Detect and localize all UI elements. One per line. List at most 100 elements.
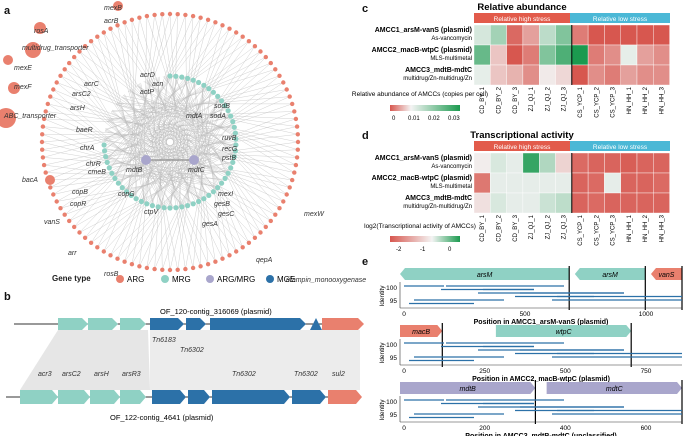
- panel-c-title: Relative abundance: [477, 2, 566, 13]
- sample-label: ZJ_QJ_2: [545, 214, 551, 239]
- heatmap-cell: [539, 173, 555, 193]
- track-y-label: Identity: [379, 399, 386, 421]
- arg-node: [42, 163, 46, 167]
- arg-node: [227, 253, 231, 257]
- c-row1-sub: As-vancomycin: [431, 36, 472, 42]
- track-gene-label: mdtB: [460, 386, 477, 393]
- sample-label: ZJ_QJ_2: [545, 86, 551, 111]
- heatmap-cell: [490, 45, 506, 65]
- heatmap-cell: [653, 153, 669, 173]
- c-legend-bar: [390, 105, 460, 111]
- arg-node: [295, 155, 299, 159]
- outer-gene-label: rifampin_monooxygenase: [286, 277, 366, 284]
- gene-label-tn6183: Tn6183: [152, 337, 176, 344]
- legend-argmrg-label: ARG/MRG: [217, 275, 255, 284]
- inner-gene-label: cmeB: [88, 169, 106, 176]
- top-gene-3: [120, 318, 146, 330]
- arg-node: [220, 257, 224, 261]
- heatmap-cell: [637, 65, 653, 85]
- bottom-gene-arsr3: [120, 390, 146, 404]
- outer-gene-label: acrB: [104, 18, 119, 25]
- arg-node: [227, 27, 231, 31]
- arg-node: [273, 213, 277, 217]
- inner-gene-label: mexI: [218, 191, 233, 198]
- arg-node: [296, 148, 300, 152]
- bottom-contig-label: OF_122-contig_4641 (plasmid): [110, 413, 214, 422]
- outer-gene-label: mexF: [14, 84, 32, 91]
- arg-node: [58, 206, 62, 210]
- arg-node: [277, 206, 281, 210]
- c-row3-name: AMCC3_mdtB-mdtC: [405, 67, 472, 74]
- outer-gene-label: qepA: [256, 257, 273, 264]
- arg-node: [234, 249, 238, 253]
- bottom-gene-tn6302c: [292, 390, 326, 404]
- outer-gene-label: bacA: [22, 177, 38, 184]
- arg-node: [168, 268, 172, 272]
- outer-gene-label: ABC_transporter: [3, 113, 57, 120]
- heatmap-cell: [507, 153, 523, 173]
- arg-node: [241, 35, 245, 39]
- inner-gene-label: arsC2: [72, 91, 91, 98]
- arg-node: [40, 132, 44, 136]
- bottom-gene-tn6183: [152, 390, 186, 404]
- bottom-gene-arsh: [90, 390, 120, 404]
- mrg-node: [211, 189, 216, 194]
- bottom-gene-sul2: [328, 390, 362, 404]
- arg-node: [40, 148, 44, 152]
- d-row2-name: AMCC2_macB-wtpC (plasmid): [372, 175, 472, 182]
- inner-gene-label: ctpV: [144, 209, 159, 216]
- sample-label: CS_YCP_2: [594, 86, 600, 117]
- d-legend-title: log2(Transcriptional activity of AMCCs): [364, 223, 476, 230]
- arg-node: [176, 12, 180, 16]
- mrg-node: [173, 205, 178, 210]
- heatmap-cell: [474, 153, 490, 173]
- mrg-node: [116, 181, 121, 186]
- track-y-tick: 95: [390, 298, 398, 305]
- arg-node: [220, 23, 224, 27]
- arg-node: [46, 102, 50, 106]
- top-gene-1: [58, 318, 88, 330]
- arg-node: [191, 266, 195, 270]
- arg-node: [241, 245, 245, 249]
- sample-label: HN_HH_3: [659, 214, 665, 242]
- inner-gene-label: actP: [140, 89, 154, 96]
- heatmap-cell: [523, 153, 539, 173]
- arg-node: [269, 219, 273, 223]
- heatmap-cell: [621, 45, 637, 65]
- arg-node: [285, 192, 289, 196]
- mrg-node: [167, 205, 172, 210]
- outer-gene-label: rosA: [34, 28, 49, 35]
- heatmap-cell: [507, 25, 523, 45]
- mrg-node: [144, 201, 149, 206]
- inner-gene-label: acrD: [140, 72, 155, 79]
- arg-node: [130, 18, 134, 22]
- bottom-gene-arsc2: [58, 390, 90, 404]
- heatmap-cell: [523, 193, 539, 213]
- c-legend-tick-0: 0: [392, 116, 396, 122]
- inner-gene-label: sodA: [210, 113, 226, 120]
- bottom-gene-tn6302b: [212, 390, 290, 404]
- sample-label: CS_YCP_3: [611, 214, 617, 245]
- sample-label: ZJ_QJ_3: [562, 214, 568, 239]
- gene-type-legend: Gene type ARG MRG ARG/MRG MGE: [52, 274, 295, 284]
- d-legend-tick-0: -2: [396, 247, 402, 253]
- heatmap-cell: [539, 65, 555, 85]
- heatmap-cell: [572, 45, 588, 65]
- mrg-node: [201, 83, 206, 88]
- heatmap-cell: [474, 65, 490, 85]
- heatmap-cell: [604, 173, 620, 193]
- arg-node: [290, 102, 294, 106]
- mrg-node: [102, 142, 107, 147]
- mrg-node: [211, 90, 216, 95]
- mrg-node: [139, 199, 144, 204]
- arg-node: [102, 30, 106, 34]
- heatmap-cell: [653, 45, 669, 65]
- heatmap-cell: [621, 65, 637, 85]
- arg-node: [48, 185, 52, 189]
- mrg-node: [226, 171, 231, 176]
- heatmap-cell: [637, 25, 653, 45]
- track-y-tick: 95: [390, 355, 398, 362]
- inner-gene-label: gesC: [218, 211, 235, 218]
- mrg-node: [173, 74, 178, 79]
- track-x-tick: 750: [641, 368, 652, 375]
